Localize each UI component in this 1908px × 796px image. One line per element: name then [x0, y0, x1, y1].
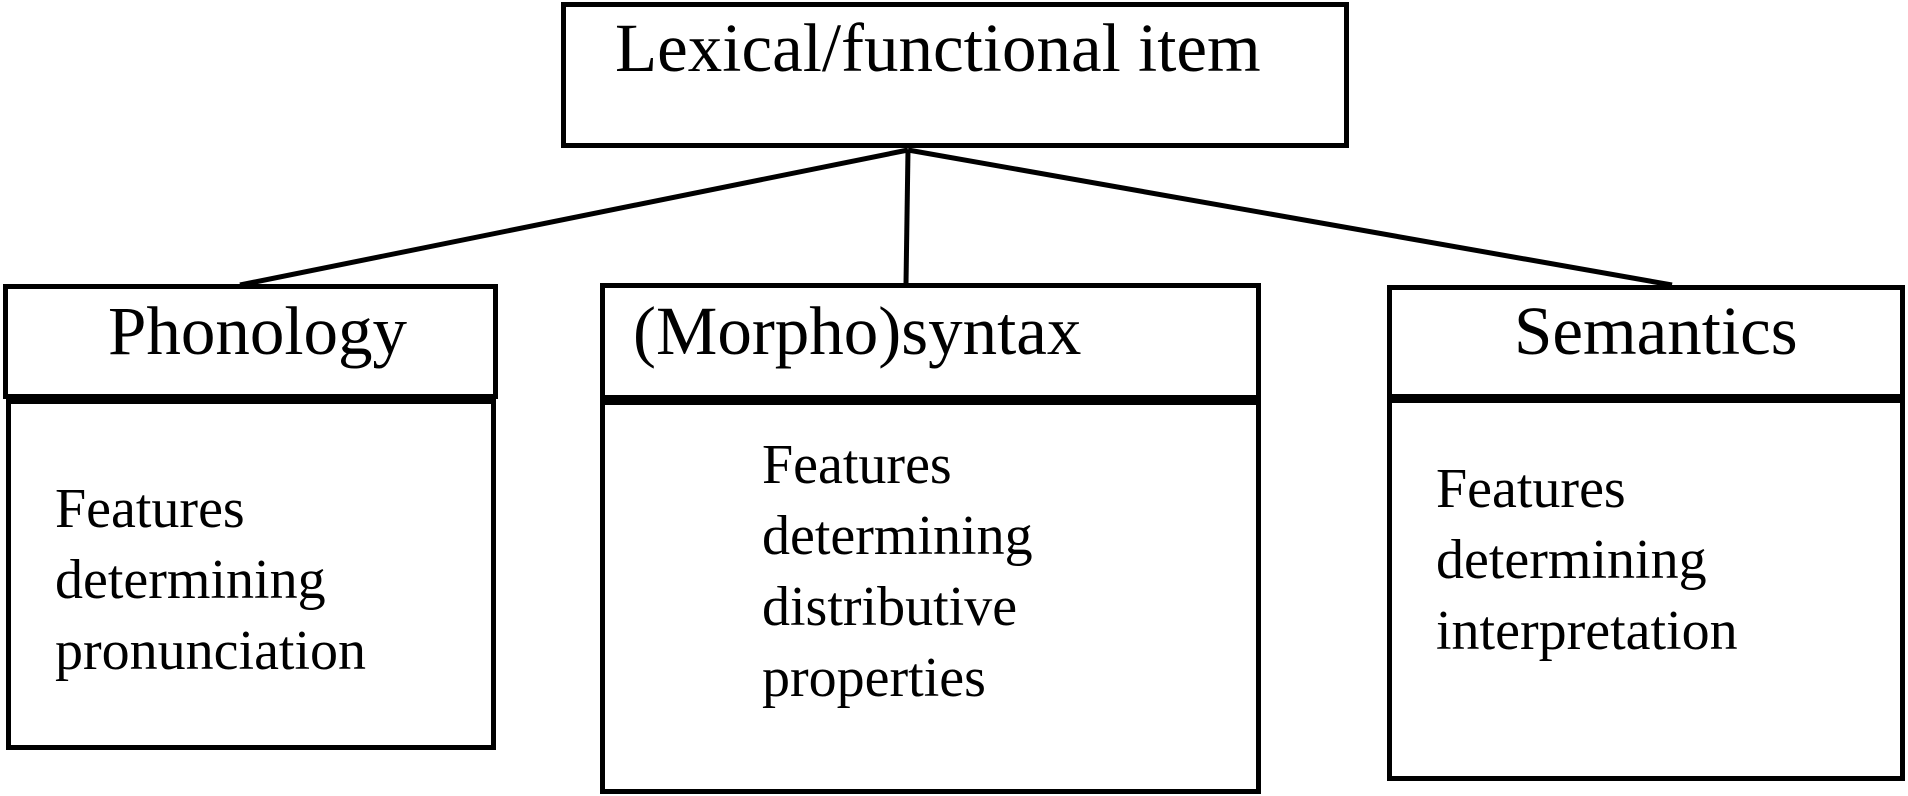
semantics-description: Features determining interpretation [1436, 454, 1738, 667]
phonology-description: Features determining pronunciation [55, 474, 366, 687]
semantics-line-3: interpretation [1436, 600, 1738, 662]
morphosyntax-body-box [600, 400, 1261, 794]
semantics-heading-box [1387, 285, 1905, 399]
morphosyntax-heading: (Morpho)syntax [633, 293, 1082, 369]
phonology-heading-box [3, 284, 498, 399]
root-box [561, 2, 1349, 148]
phonology-heading: Phonology [108, 293, 408, 369]
semantics-line-1: Features [1436, 458, 1626, 520]
connector-to-phonology [239, 147, 909, 288]
morphosyntax-line-3: distributive [762, 576, 1018, 638]
morphosyntax-line-4: properties [762, 647, 986, 709]
semantics-body-box [1387, 398, 1905, 781]
connector-to-semantics [907, 147, 1673, 288]
phonology-line-3: pronunciation [55, 620, 367, 682]
morphosyntax-heading-box [600, 283, 1261, 400]
morphosyntax-line-1: Features [762, 434, 952, 496]
semantics-line-2: determining [1436, 529, 1707, 591]
semantics-heading: Semantics [1514, 293, 1798, 369]
phonology-body-box [6, 399, 496, 750]
morphosyntax-line-2: determining [762, 505, 1033, 567]
connector-to-morphosyntax [903, 149, 911, 285]
root-label: Lexical/functional item [615, 10, 1261, 86]
morphosyntax-description: Features determining distributive proper… [762, 430, 1033, 714]
phonology-line-1: Features [55, 478, 245, 540]
phonology-line-2: determining [55, 549, 326, 611]
